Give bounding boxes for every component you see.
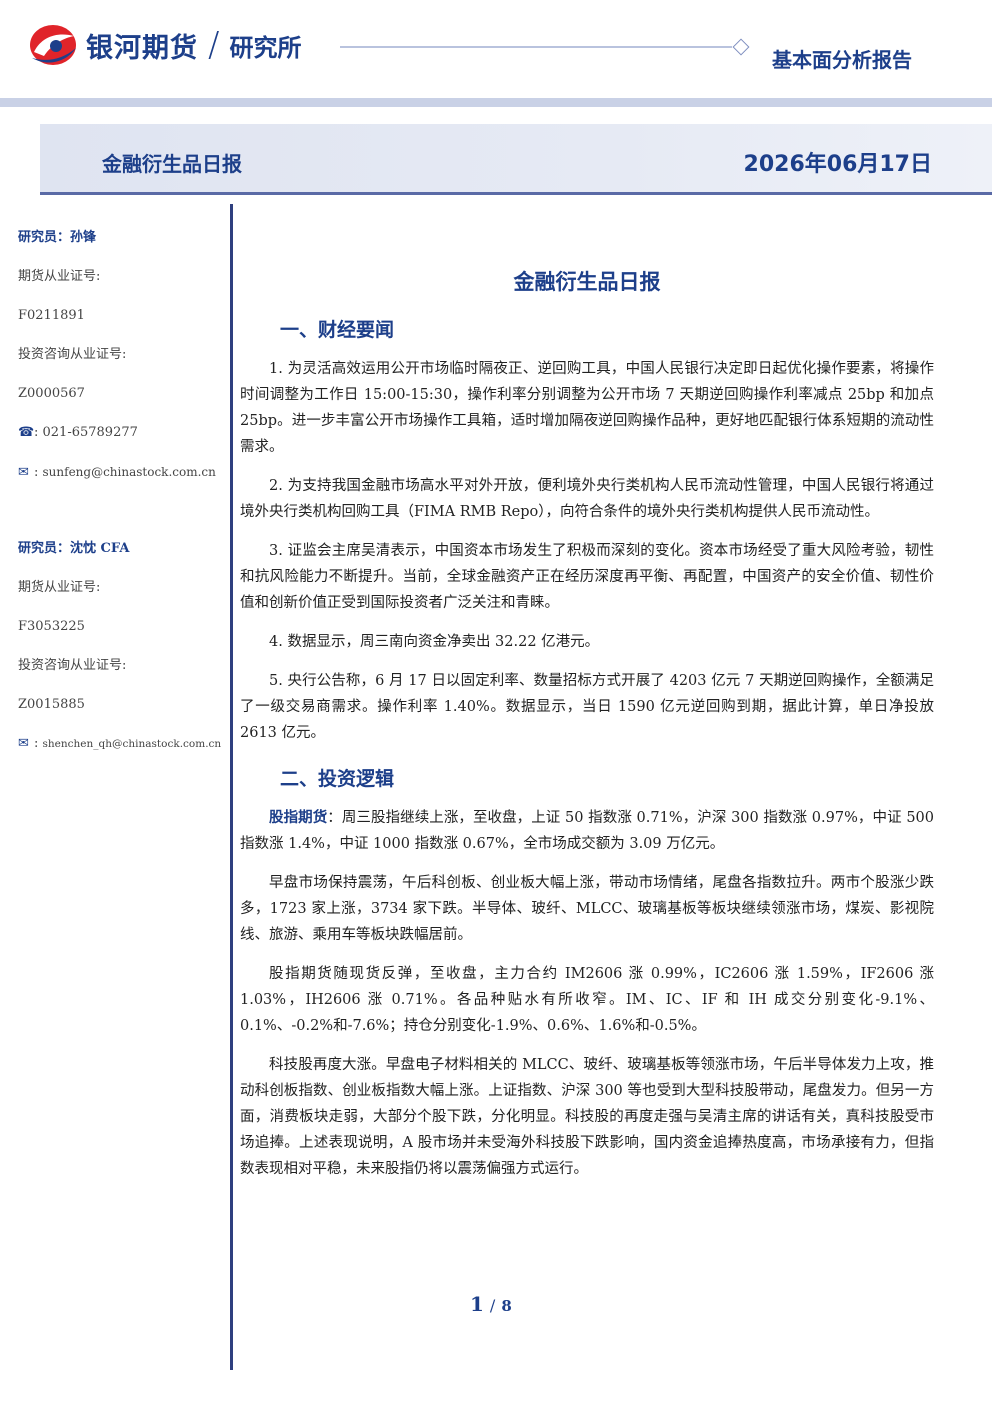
email-link[interactable]: shenchen_qh@chinastock.com.cn: [42, 738, 222, 750]
futures-license-id: F0211891: [18, 308, 85, 323]
phone-number: 021-65789277: [42, 425, 138, 440]
current-page: 1: [470, 1292, 484, 1316]
report-date: 2026年06月17日: [743, 152, 932, 177]
researcher-name: 研究员：沈忱 CFA: [18, 541, 130, 556]
news-paragraph: 5. 央行公告称，6 月 17 日以固定利率、数量招标方式开展了 4203 亿元…: [240, 673, 934, 741]
report-type: 基本面分析报告: [772, 48, 912, 72]
futures-license-label: 期货从业证号:: [18, 269, 101, 284]
phone-icon: ☎: [18, 425, 35, 440]
report-series-title: 金融衍生品日报: [102, 152, 242, 176]
page-separator: /: [489, 1296, 496, 1315]
logic-paragraph: 股指期货：周三股指继续上涨，至收盘，上证 50 指数涨 0.71%，沪深 300…: [240, 805, 934, 857]
logic-text: ：周三股指继续上涨，至收盘，上证 50 指数涨 0.71%，沪深 300 指数涨…: [240, 810, 934, 852]
researcher-name: 研究员：孙锋: [18, 230, 97, 245]
logic-paragraph: 股指期货随现货反弹，至收盘，主力合约 IM2606 涨 0.99%，IC2606…: [240, 966, 934, 1034]
company-logo: 银河期货 / 研究所: [28, 22, 301, 68]
invest-license-label: 投资咨询从业证号:: [18, 658, 127, 673]
page-number: 1 / 8: [470, 1292, 512, 1316]
news-paragraph: 3. 证监会主席吴清表示，中国资本市场发生了积极而深刻的变化。资本市场经受了重大…: [240, 543, 934, 611]
invest-license-label: 投资咨询从业证号:: [18, 347, 127, 362]
department-name: 研究所: [229, 33, 302, 62]
futures-license-label: 期货从业证号:: [18, 580, 101, 595]
section-heading-news: 一、财经要闻: [280, 319, 395, 341]
futures-license-id: F3053225: [18, 619, 85, 634]
page-header: 银河期货 / 研究所 基本面分析报告: [0, 0, 992, 110]
header-divider-line: [340, 46, 732, 48]
document-title: 金融衍生品日报: [513, 270, 661, 294]
researcher-email: ✉: shenchen_qh@chinastock.com.cn: [18, 732, 228, 771]
news-paragraph: 2. 为支持我国金融市场高水平对外开放，便利境外央行类机构人民币流动性管理，中国…: [240, 478, 934, 520]
company-name: 银河期货: [86, 32, 198, 64]
email-icon: ✉: [18, 736, 29, 751]
logo-slash: /: [208, 25, 220, 65]
email-link[interactable]: sunfeng@chinastock.com.cn: [42, 465, 216, 479]
sidebar-divider: [230, 204, 233, 1370]
logic-paragraph: 科技股再度大涨。早盘电子材料相关的 MLCC、玻纤、玻璃基板等领涨市场，午后半导…: [240, 1057, 934, 1177]
email-icon: ✉: [18, 465, 29, 480]
keyword-stock-index-futures: 股指期货: [269, 809, 328, 826]
news-paragraph: 1. 为灵活高效运用公开市场临时隔夜正、逆回购工具，中国人民银行决定即日起优化操…: [240, 361, 934, 455]
researcher-phone: ☎: 021-65789277: [18, 421, 228, 460]
news-paragraph: 4. 数据显示，周三南向资金净卖出 32.22 亿港元。: [269, 634, 600, 650]
report-title-bar: 金融衍生品日报 2026年06月17日: [40, 124, 992, 195]
researcher-email: ✉: sunfeng@chinastock.com.cn: [18, 460, 228, 499]
report-body: 金融衍生品日报 一、财经要闻 1. 为灵活高效运用公开市场临时隔夜正、逆回购工具…: [240, 262, 934, 1195]
header-band: [0, 98, 992, 107]
galaxy-logo-icon: [30, 25, 76, 65]
total-pages: 8: [501, 1297, 512, 1315]
researcher-sidebar: 研究员：孙锋 期货从业证号: F0211891 投资咨询从业证号: Z00005…: [18, 226, 228, 771]
logic-paragraph: 早盘市场保持震荡，午后科创板、创业板大幅上涨，带动市场情绪，尾盘各指数拉升。两市…: [240, 875, 934, 943]
invest-license-id: Z0015885: [18, 697, 85, 712]
invest-license-id: Z0000567: [18, 386, 85, 401]
section-heading-logic: 二、投资逻辑: [280, 768, 395, 790]
diamond-icon: [732, 38, 750, 56]
